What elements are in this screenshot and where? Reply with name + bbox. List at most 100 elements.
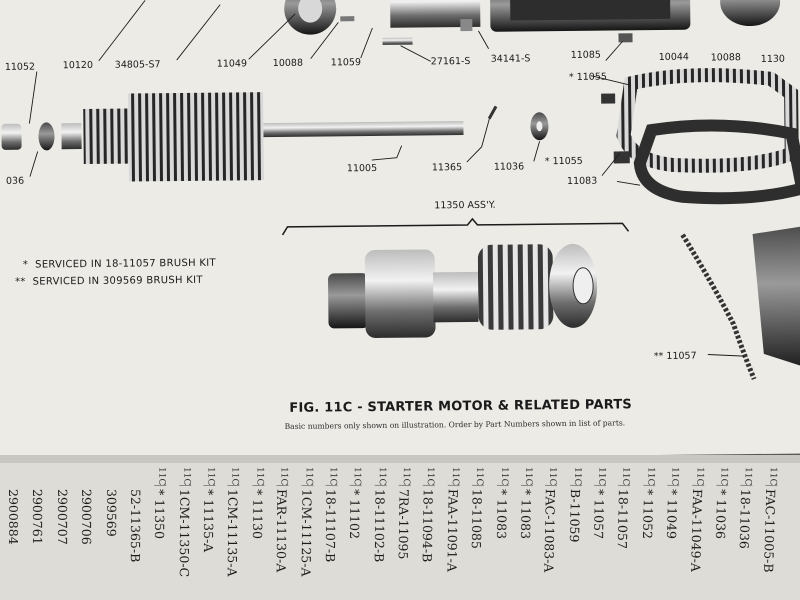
part-label: 11005 (347, 163, 377, 174)
parts-list-column: 2900707 (55, 467, 71, 600)
part-label: * 11055 (545, 156, 583, 167)
part-label: 34141-S (491, 53, 531, 64)
starter-motor-illustration: 10120 34805-S7 11049 10088 11059 27161-S… (1, 0, 800, 380)
part-number: 18-11036 (736, 488, 754, 550)
figure-ref: 11C (545, 466, 558, 487)
figure-ref: 11C (301, 466, 314, 487)
catalog-page: 10120 34805-S7 11049 10088 11059 27161-S… (0, 0, 800, 462)
part-number: * 11057 (590, 488, 608, 540)
parts-list-column: 11C* 11083 (517, 466, 536, 600)
parts-list-page: 2900884 2900761 2900707 2900706 309569 52-113… (0, 455, 800, 600)
page-edge (0, 455, 800, 463)
drive-assembly-part (328, 243, 598, 338)
part-number: 18-11094-B (420, 488, 437, 563)
part-number: FAA-11091-A (444, 488, 461, 572)
parts-list-column: 11C* 11130 (249, 466, 266, 600)
figure-ref: 11C (642, 466, 656, 487)
leader-lines (28, 0, 744, 357)
figure-ref: 11C (471, 466, 485, 487)
note-brush-kit-2: ** SERVICED IN 309569 BRUSH KIT (14, 274, 203, 288)
part-label: 11036 (494, 161, 524, 172)
frame-part (389, 0, 781, 32)
part-label: 11083 (567, 176, 597, 187)
parts-list-column: 309569 (103, 467, 119, 600)
figure-ref: 11C (594, 466, 607, 487)
part-number: 18-11057 (615, 488, 632, 550)
part-label: 11049 (217, 58, 247, 69)
part-label: 10088 (711, 52, 741, 63)
parts-list-column: 11C* 11350 (152, 466, 169, 600)
figure-ref: 11C (374, 466, 387, 487)
figure-ref: 11C (276, 466, 289, 487)
assembly-bracket (281, 217, 630, 236)
figure-ref: 11C (423, 466, 436, 487)
part-number: * 11036 (712, 488, 730, 540)
note-brush-kit-1: * SERVICED IN 18-11057 BRUSH KIT (22, 257, 216, 271)
figure-ref: 11C (398, 466, 411, 487)
part-number: * 11083 (517, 488, 534, 540)
part-number: * 11135-A (200, 488, 217, 553)
parts-list-column: 2900884 (6, 467, 22, 600)
part-label: 11365 (432, 162, 462, 173)
part-number: * 11130 (249, 488, 266, 540)
figure-ref: 11C (496, 466, 509, 487)
part-number: FAC-11005-B (760, 488, 778, 573)
parts-list-column: 11C* 11135-A (200, 466, 218, 600)
part-label: 1130 (761, 54, 785, 65)
parts-list-column: 11C* 11057 (590, 466, 609, 600)
part-number: 1CM-11135-A (225, 488, 241, 577)
part-label: 10044 (659, 52, 689, 63)
part-label: * 11055 (569, 72, 607, 83)
figure-ref: 11C (520, 466, 534, 487)
part-number: FAA-11049-A (687, 488, 705, 573)
part-number: 2900761 (30, 488, 46, 545)
part-number: 52-11365-B (127, 488, 144, 563)
part-number: 2900884 (6, 489, 21, 545)
figure-ref: 11C (765, 466, 778, 487)
part-number: * 11052 (639, 488, 656, 540)
figure-ref: 11C (154, 466, 167, 487)
part-number: 309569 (103, 488, 119, 537)
end-housing-part (284, 0, 337, 35)
part-label: 27161-S (431, 56, 471, 67)
figure-ref: 11C (325, 466, 338, 487)
figure-ref: 11C (569, 466, 583, 487)
part-label: 11085 (571, 50, 601, 61)
parts-list-column: 2900761 (30, 467, 46, 600)
field-coil-part (601, 68, 800, 205)
parts-list-column: 11C* 11049 (662, 466, 681, 600)
part-number: 18-11085 (468, 488, 485, 550)
part-number: B-11059 (566, 488, 583, 543)
part-label: 10120 (63, 60, 93, 71)
parts-list-column: 52-11365-B (128, 467, 145, 600)
part-number: * 11083 (493, 488, 510, 540)
figure-ref: 11C (618, 466, 631, 487)
brush-plate-part (680, 223, 800, 380)
figure-ref: 11C (667, 466, 680, 487)
armature-part (1, 92, 549, 182)
parts-list-column: 11C* 11036 (711, 466, 731, 600)
figure-ref: 11C (740, 466, 754, 487)
part-number: 18-11107-B (322, 488, 339, 563)
figure-ref: 11C (203, 466, 216, 487)
part-number: 7RA-11095 (395, 488, 412, 560)
part-label: 036 (6, 176, 24, 187)
figure-ref: 11C (447, 466, 460, 487)
part-label: ** 11057 (654, 351, 697, 362)
parts-list-column: 2900706 (79, 467, 95, 600)
figure-ref: 11C (349, 466, 363, 487)
